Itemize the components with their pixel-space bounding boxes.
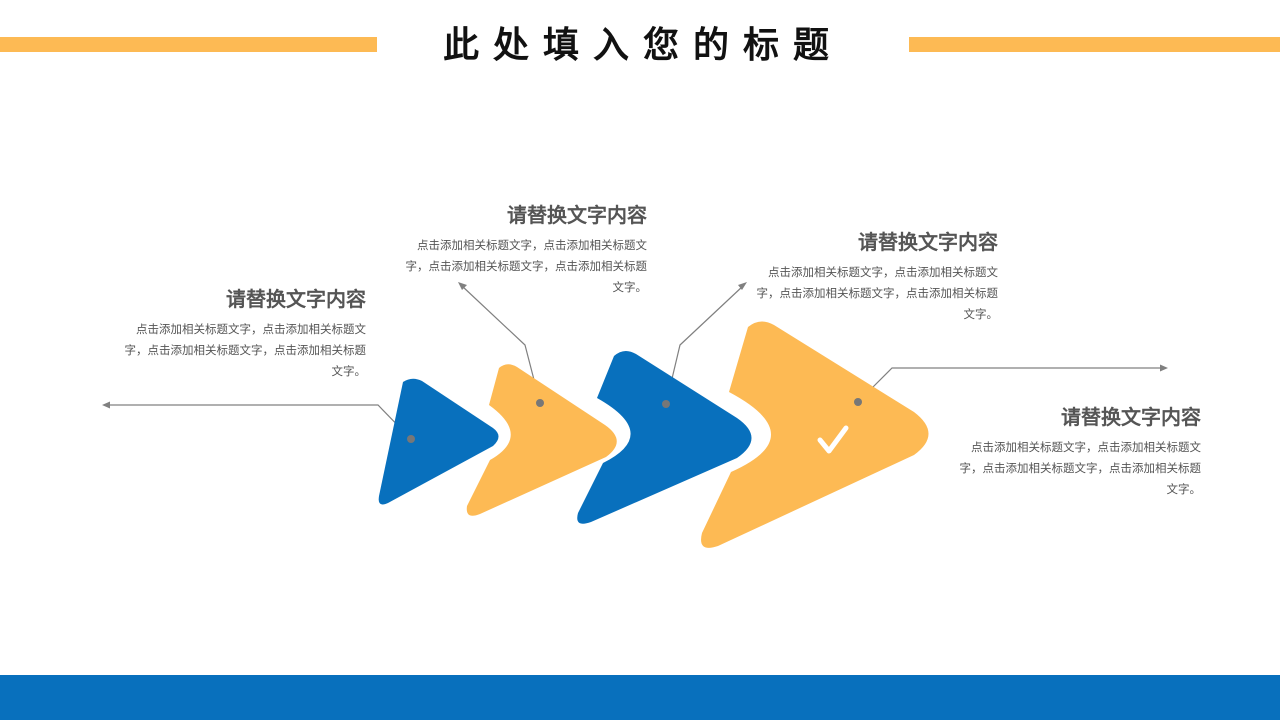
arrow-shape-3 — [577, 350, 752, 524]
arrow-shape-2 — [466, 364, 617, 516]
block-text: 点击添加相关标题文字，点击添加相关标题文字，点击添加相关标题文字，点击添加相关标… — [959, 440, 1202, 496]
block-heading: 请替换文字内容 — [1061, 405, 1201, 429]
block-text: 点击添加相关标题文字，点击添加相关标题文字，点击添加相关标题文字，点击添加相关标… — [405, 238, 648, 294]
connector-line-4 — [857, 367, 1162, 403]
block-heading: 请替换文字内容 — [858, 230, 998, 254]
connector-line-1 — [108, 404, 412, 440]
arrowhead-1 — [102, 401, 110, 409]
block-text: 点击添加相关标题文字，点击添加相关标题文字，点击添加相关标题文字，点击添加相关标… — [124, 322, 367, 378]
block-heading: 请替换文字内容 — [226, 287, 366, 311]
text-block-2: 请替换文字内容 点击添加相关标题文字，点击添加相关标题文字，点击添加相关标题文字… — [401, 201, 648, 298]
text-block-4: 请替换文字内容 点击添加相关标题文字，点击添加相关标题文字，点击添加相关标题文字… — [955, 403, 1202, 500]
arrowhead-4 — [1160, 364, 1168, 372]
page-title: 此处填入您的标题 — [442, 25, 843, 66]
connector-dot-4 — [854, 398, 862, 406]
footer-bar — [0, 675, 1280, 720]
title-decor-right-bar — [909, 37, 1280, 52]
check-icon — [817, 425, 849, 454]
text-block-1: 请替换文字内容 点击添加相关标题文字，点击添加相关标题文字，点击添加相关标题文字… — [120, 285, 367, 382]
arrow-shape-1 — [378, 378, 499, 505]
connector-dot-3 — [662, 400, 670, 408]
connector-dot-1 — [407, 435, 415, 443]
arrowhead-3 — [738, 282, 747, 290]
block-heading: 请替换文字内容 — [507, 203, 647, 227]
arrowhead-2 — [458, 282, 467, 290]
connector-dot-2 — [536, 399, 544, 407]
block-text: 点击添加相关标题文字，点击添加相关标题文字，点击添加相关标题文字，点击添加相关标… — [756, 265, 999, 321]
arrow-shape-4 — [701, 321, 929, 548]
text-block-3: 请替换文字内容 点击添加相关标题文字，点击添加相关标题文字，点击添加相关标题文字… — [752, 228, 999, 325]
title-decor-left-bar — [0, 37, 377, 52]
